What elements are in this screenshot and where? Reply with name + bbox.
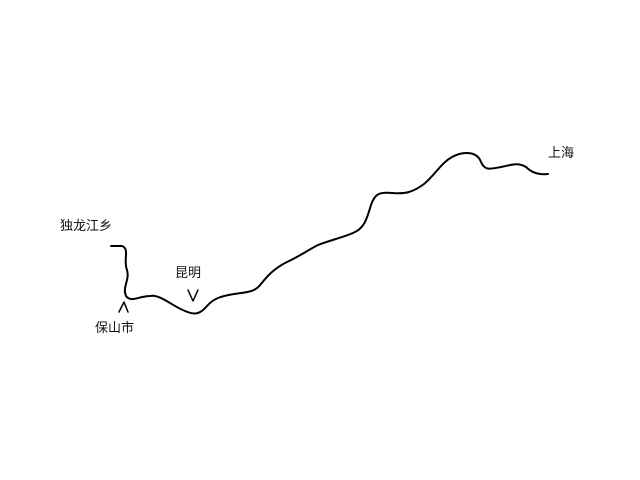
- baoshan-marker: [118, 301, 129, 313]
- route-path: [110, 152, 549, 315]
- kunming-marker: [187, 289, 199, 302]
- place-label-dulongjiang: 独龙江乡: [60, 219, 112, 234]
- place-label-kunming: 昆明: [175, 266, 201, 281]
- place-label-baoshan: 保山市: [95, 320, 134, 336]
- place-label-shanghai: 上海: [548, 146, 574, 161]
